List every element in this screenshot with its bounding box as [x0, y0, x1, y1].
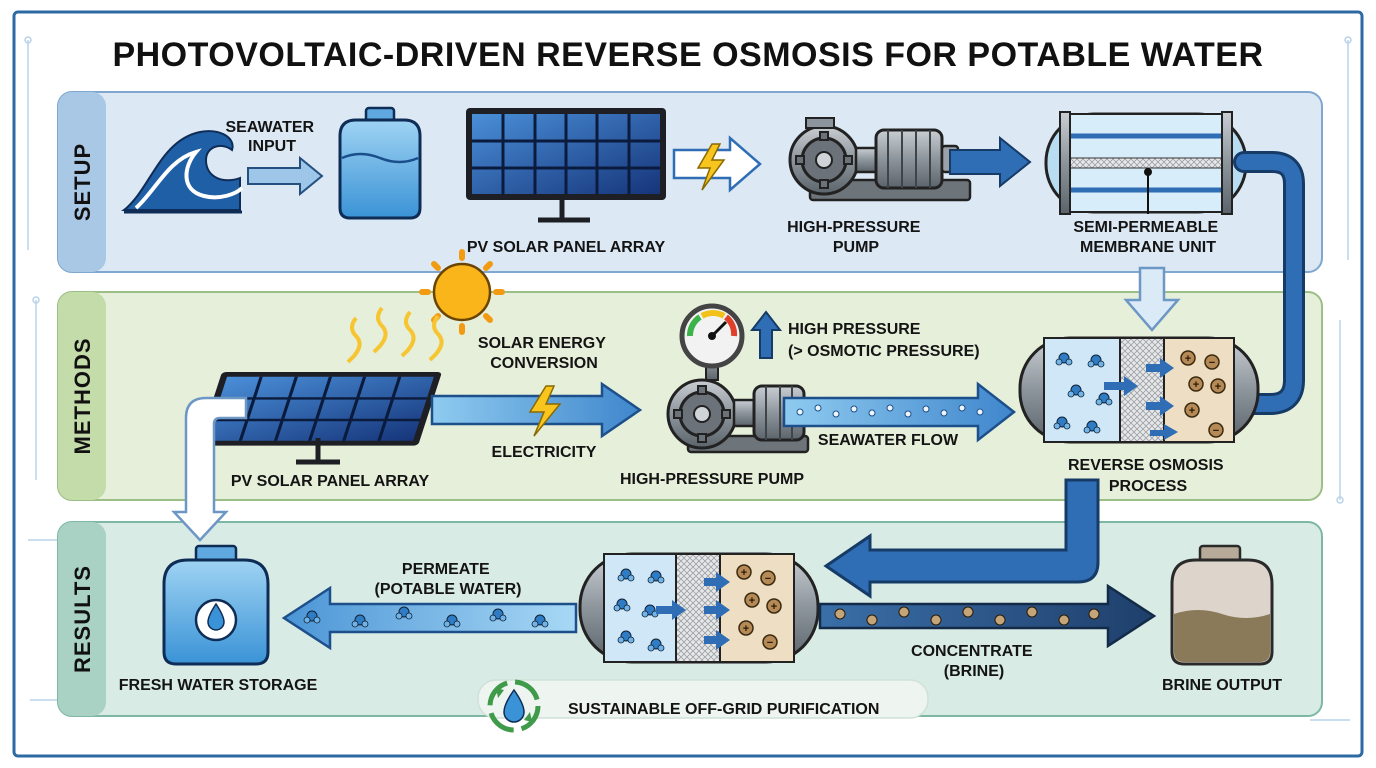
solar-conversion-label: SOLAR ENERGY CONVERSION [478, 335, 610, 372]
permeate-label: PERMEATE (POTABLE WATER) [375, 561, 522, 598]
methods-pv-panel-label: PV SOLAR PANEL ARRAY [231, 473, 430, 490]
ion-plus: + [743, 623, 749, 635]
ro-ions: + − + + + − [1180, 350, 1226, 438]
results-band-label: RESULTS [70, 565, 95, 673]
ion-plus: + [1185, 353, 1191, 365]
results-band-tab [58, 522, 106, 716]
methods-band-label: METHODS [70, 338, 95, 455]
pressure-gauge-icon [679, 303, 745, 381]
electricity-label: ELECTRICITY [492, 444, 597, 461]
results-ions: + − + + + − [736, 564, 782, 650]
permeate-arrow [281, 585, 578, 651]
methods-pv-stand [296, 438, 340, 465]
methods-band-tab [58, 292, 106, 500]
ion-plus: + [771, 601, 777, 613]
fresh-water-tank-icon [162, 544, 270, 666]
seawater-flow-particles [796, 404, 984, 418]
ion-plus: + [741, 567, 747, 579]
pipe-membrane-to-ro [1236, 154, 1302, 412]
setup-to-methods-arrow [1123, 266, 1181, 332]
pressure-up-arrow-icon [749, 310, 783, 359]
sustainable-label: SUSTAINABLE OFF-GRID PURIFICATION [568, 701, 879, 718]
sustainable-badge [477, 679, 929, 719]
lightning-icon [696, 143, 726, 191]
concentrate-arrow [818, 583, 1157, 649]
setup-pump-label: HIGH-PRESSURE PUMP [787, 219, 925, 256]
setup-band-tab [58, 92, 106, 272]
pump-to-membrane-arrow [949, 135, 1032, 189]
seawater-tank-icon [338, 106, 422, 220]
wave-icon [121, 130, 244, 214]
ion-minus: − [1209, 357, 1215, 369]
membrane-unit-label: SEMI-PERMEABLE MEMBRANE UNIT [1073, 219, 1222, 256]
ion-plus: + [1193, 379, 1199, 391]
sun-rays [346, 306, 444, 364]
ion-plus: + [1189, 405, 1195, 417]
setup-electricity-arrow [672, 135, 762, 193]
sun-icon [419, 249, 505, 335]
setup-pump-icon [788, 117, 972, 202]
concentrate-particles [834, 606, 1100, 626]
seawater-input-label: SEAWATER INPUT [225, 119, 318, 155]
seawater-flow-arrow [782, 381, 1017, 443]
ro-to-results-arrow [823, 478, 1100, 599]
setup-band-label: SETUP [70, 143, 95, 221]
methods-to-storage-arrow [171, 396, 248, 542]
results-membrane-unit-icon [578, 552, 820, 664]
recycle-drop-icon [487, 679, 541, 733]
brine-tank-icon [1170, 544, 1274, 666]
high-pressure-label: HIGH PRESSURE (> OSMOTIC PRESSURE) [788, 321, 980, 360]
ion-minus: − [1213, 425, 1219, 437]
brine-output-label: BRINE OUTPUT [1162, 677, 1282, 694]
page-title: PHOTOVOLTAIC-DRIVEN REVERSE OSMOSIS FOR … [112, 36, 1263, 74]
seawater-arrow [247, 155, 324, 197]
seawater-flow-label: SEAWATER FLOW [818, 432, 959, 449]
fresh-storage-label: FRESH WATER STORAGE [119, 677, 318, 694]
membrane-unit-icon [1044, 111, 1248, 215]
concentrate-label: CONCENTRATE (BRINE) [911, 643, 1037, 680]
methods-pump-label: HIGH-PRESSURE PUMP [620, 471, 804, 488]
reverse-osmosis-unit-icon [1018, 336, 1260, 444]
setup-pv-panel-icon [464, 106, 668, 223]
ion-plus: + [749, 595, 755, 607]
ion-plus: + [1215, 381, 1221, 393]
circuit-decoration [24, 36, 1352, 721]
setup-pv-panel-label: PV SOLAR PANEL ARRAY [467, 239, 666, 256]
ro-process-label: REVERSE OSMOSIS PROCESS [1068, 457, 1228, 495]
ion-minus: − [765, 573, 771, 585]
electricity-lightning-icon [528, 385, 562, 437]
ion-minus: − [767, 637, 773, 649]
